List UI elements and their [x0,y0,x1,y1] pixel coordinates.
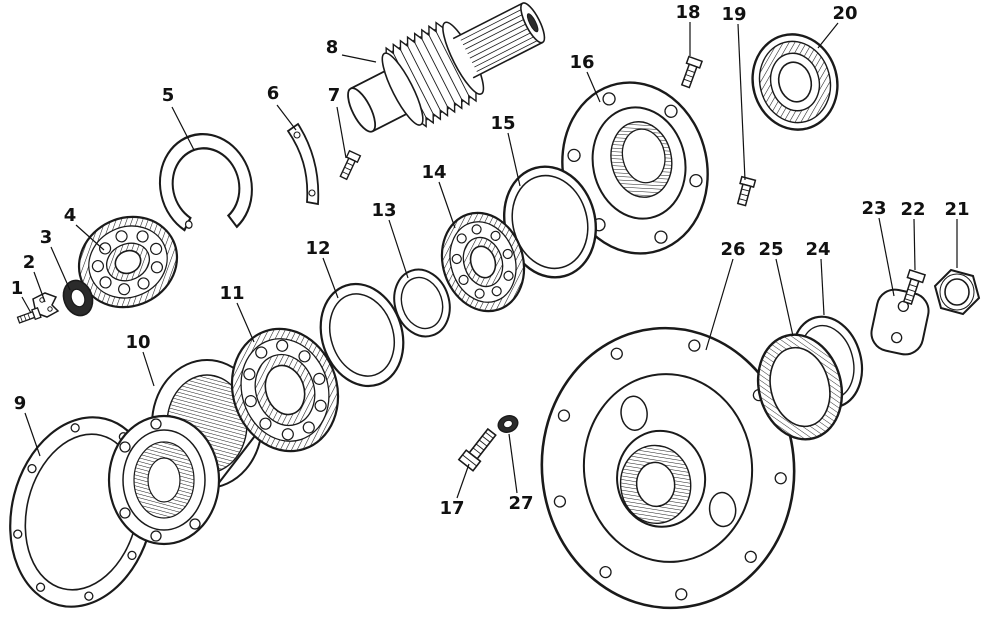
callout-label-8: 8 [326,37,339,58]
callout-label-10: 10 [125,332,150,353]
part-6-lock-strip [286,122,320,206]
part-15-o-ring [502,165,598,279]
part-17-bolt [457,427,497,472]
part-18-bolt [680,55,704,89]
callout-label-5: 5 [162,85,175,106]
part-25-ring [756,333,844,441]
callout-label-13: 13 [371,200,396,221]
callout-label-17: 17 [439,498,464,519]
callout-leader-13 [388,219,409,279]
callout-label-21: 21 [944,199,969,220]
callout-label-3: 3 [40,227,53,248]
callout-leader-9 [24,412,41,457]
part-10-splined-hub [107,359,263,546]
callout-leader-12 [322,257,339,299]
callout-label-9: 9 [14,393,27,414]
part-22-bolt [902,268,927,306]
part-27-washer [497,415,519,433]
part-11-ball-bearing [230,327,340,453]
part-14-ball-bearing [440,211,526,313]
part-19-bolt [736,175,757,207]
callout-label-24: 24 [805,239,830,260]
callout-leader-2 [33,271,46,303]
callout-leader-11 [236,302,255,343]
callout-label-19: 19 [721,4,746,25]
callout-label-22: 22 [900,199,925,220]
callout-label-12: 12 [305,238,330,259]
callout-leader-10 [142,351,155,387]
callout-leader-6 [276,104,297,131]
part-21-nut [933,268,981,316]
callout-label-27: 27 [508,493,533,514]
callout-leader-1 [21,296,32,314]
callout-leader-5 [171,106,195,151]
callout-leader-23 [878,217,895,297]
part-26-hub-cover [540,326,796,610]
callout-label-4: 4 [64,205,77,226]
callout-leader-22 [913,218,916,271]
part-23-lock-plate [870,288,930,356]
callout-label-23: 23 [861,198,886,219]
part-3-washer [62,279,94,317]
part-1-bolt [16,307,42,324]
callout-leader-19 [737,23,746,181]
callout-label-11: 11 [219,283,244,304]
callout-label-26: 26 [720,239,745,260]
callout-label-18: 18 [675,2,700,23]
part-16-bearing-housing [561,81,709,255]
callout-label-2: 2 [23,252,36,273]
callout-label-6: 6 [267,83,280,104]
callout-label-16: 16 [569,52,594,73]
callout-label-1: 1 [11,278,24,299]
callout-leader-26 [705,258,734,351]
part-4-ball-bearing [77,215,179,309]
callout-label-20: 20 [832,3,857,24]
part-5-thrust-half-ring [158,132,253,232]
callout-leader-4 [75,224,105,251]
callout-leader-15 [507,132,521,187]
callout-leader-8 [341,54,377,63]
callout-leader-17 [456,463,470,499]
callout-leader-25 [775,258,794,337]
callout-label-25: 25 [758,239,783,260]
part-7-bolt [339,149,362,181]
callout-label-7: 7 [328,85,341,106]
callout-leader-24 [820,258,825,316]
callout-leader-20 [817,22,839,49]
callout-leader-16 [586,71,601,103]
part-12-ring [319,282,405,388]
part-8-pinion-gear [347,2,546,133]
callout-label-14: 14 [421,162,446,183]
callout-leader-7 [336,106,347,159]
callout-leader-3 [50,246,71,291]
callout-label-15: 15 [490,113,515,134]
callout-leader-27 [508,433,518,494]
callout-leader-14 [438,181,456,229]
part-20-oil-seal [751,33,839,131]
